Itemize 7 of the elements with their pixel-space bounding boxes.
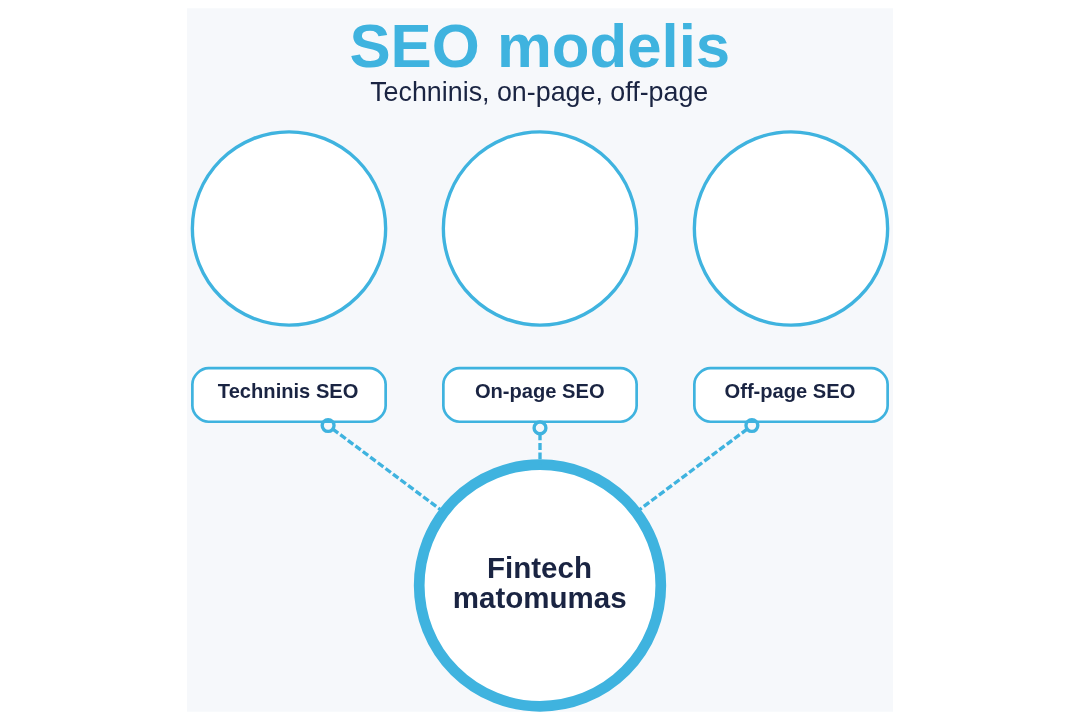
node-box: On-page SEO (442, 366, 638, 424)
node-circle: Fintech matomumas (413, 459, 667, 712)
node-circle (692, 130, 890, 327)
node-circle (190, 130, 388, 327)
node-circle (441, 130, 639, 327)
node-box: Off-page SEO (693, 366, 889, 424)
node-box: Techninis SEO (191, 366, 387, 424)
